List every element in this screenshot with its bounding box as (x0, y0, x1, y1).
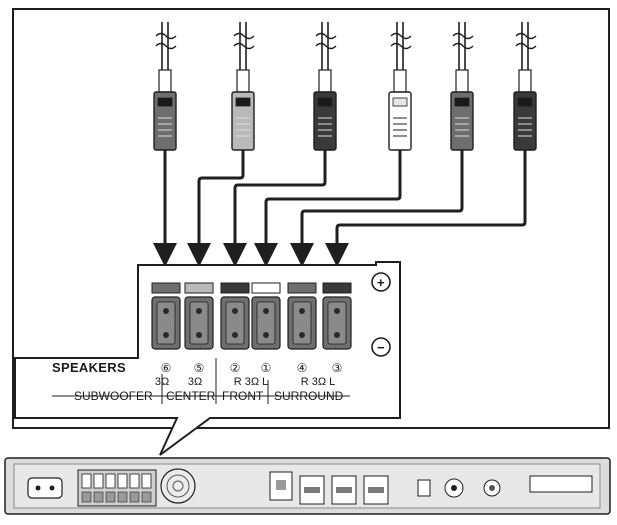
plus-icon: + (371, 272, 391, 292)
speaker-plug (388, 22, 412, 151)
terminal-number: ② (230, 361, 241, 375)
terminal-number: ⑤ (194, 361, 205, 375)
terminal-number: ⑥ (161, 361, 172, 375)
minus-symbol: − (377, 340, 385, 355)
wire-arrow (187, 150, 245, 267)
speaker-plug (450, 22, 474, 151)
plus-symbol: + (377, 275, 385, 290)
speaker-terminal (251, 282, 281, 350)
speaker-wires (153, 150, 527, 267)
speaker-plug (313, 22, 337, 151)
optical-port-icon (417, 479, 431, 497)
power-inlet-icon (27, 477, 63, 499)
terminal-number: ④ (297, 361, 308, 375)
terminal-impedance: 3Ω (188, 376, 202, 388)
terminal-number: ③ (332, 361, 343, 375)
terminal-number: ① (261, 361, 272, 375)
fan-icon (160, 468, 196, 504)
speaker-terminal (151, 282, 181, 350)
minus-icon: − (371, 337, 391, 357)
terminal-block (151, 282, 352, 350)
speaker-plug (231, 22, 255, 151)
terminal-impedance: R 3Ω L (301, 376, 336, 388)
speaker-plugs (153, 22, 537, 151)
group-label-center: CENTER (166, 389, 216, 403)
speaker-terminal (322, 282, 352, 350)
outer-frame (12, 8, 610, 429)
speaker-plug (513, 22, 537, 151)
speaker-terminal (287, 282, 317, 350)
wire-arrow (290, 150, 464, 267)
group-label-front: FRONT (222, 389, 264, 403)
wire-arrow (325, 150, 527, 267)
unit-slot-icon (529, 475, 593, 493)
wire-arrow (254, 150, 402, 267)
terminal-impedance: R 3Ω L (234, 376, 269, 388)
wire-arrow (223, 150, 327, 267)
speaker-terminal (220, 282, 250, 350)
speaker-plug (153, 22, 177, 151)
group-label-subwoofer: SUBWOOFER (74, 389, 153, 403)
group-label-surround: SURROUND (274, 389, 344, 403)
main-unit-rear-panel (4, 457, 611, 515)
speakers-label: SPEAKERS (52, 360, 126, 375)
speaker-terminal (184, 282, 214, 350)
